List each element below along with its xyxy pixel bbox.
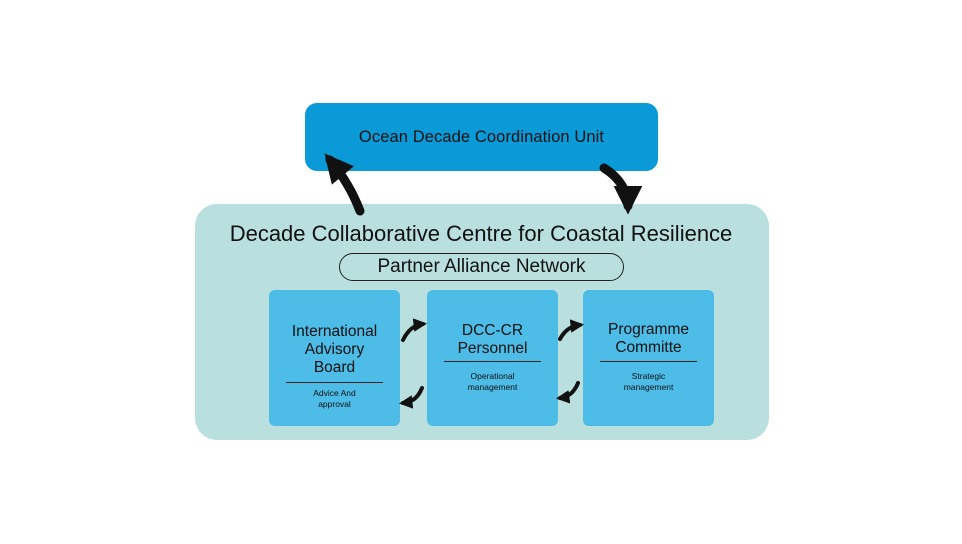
advisory-board-title-line-2: Advisory — [304, 341, 365, 358]
programme-committee-divider — [600, 361, 697, 362]
arrow-centre-to-unit — [324, 153, 365, 216]
arrow-unit-to-centre — [599, 163, 643, 215]
personnel-title-line-1: DCC-CR — [461, 322, 524, 339]
advisory-board-title-line-1: International — [291, 323, 378, 340]
personnel-box: DCC-CR Personnel Operational management — [427, 290, 558, 426]
arrow-programme-to-personnel — [555, 381, 580, 404]
advisory-board-title-line-3: Board — [313, 359, 356, 376]
advisory-board-note-line-1: Advice And — [313, 388, 356, 398]
personnel-divider — [444, 361, 541, 362]
partner-network-title: Partner Alliance Network — [377, 256, 586, 277]
advisory-board-note-line-2: approval — [318, 399, 351, 409]
advisory-board-box: International Advisory Board Advice And … — [269, 290, 400, 426]
programme-committee-note-line-2: management — [623, 382, 674, 392]
personnel-note-line-1: Operational — [470, 371, 515, 381]
coordination-unit-title: Ocean Decade Coordination Unit — [358, 127, 605, 146]
coordination-unit-box: Ocean Decade Coordination Unit — [305, 103, 658, 171]
advisory-board-divider — [286, 382, 383, 383]
programme-committee-title-line-1: Programme — [608, 321, 689, 338]
personnel-title-line-2: Personnel — [457, 340, 528, 357]
personnel-note-line-2: management — [467, 382, 518, 392]
programme-committee-note-line-1: Strategic — [631, 371, 666, 381]
arrow-personnel-to-programme — [558, 319, 585, 341]
programme-committee-title-line-2: Committe — [615, 339, 682, 356]
partner-network-box: Partner Alliance Network — [339, 253, 624, 281]
arrow-advisory-to-personnel — [401, 318, 428, 342]
arrow-personnel-to-advisory — [398, 386, 424, 409]
centre-title: Decade Collaborative Centre for Coastal … — [229, 221, 733, 246]
programme-committee-box: Programme Committe Strategic management — [583, 290, 714, 426]
